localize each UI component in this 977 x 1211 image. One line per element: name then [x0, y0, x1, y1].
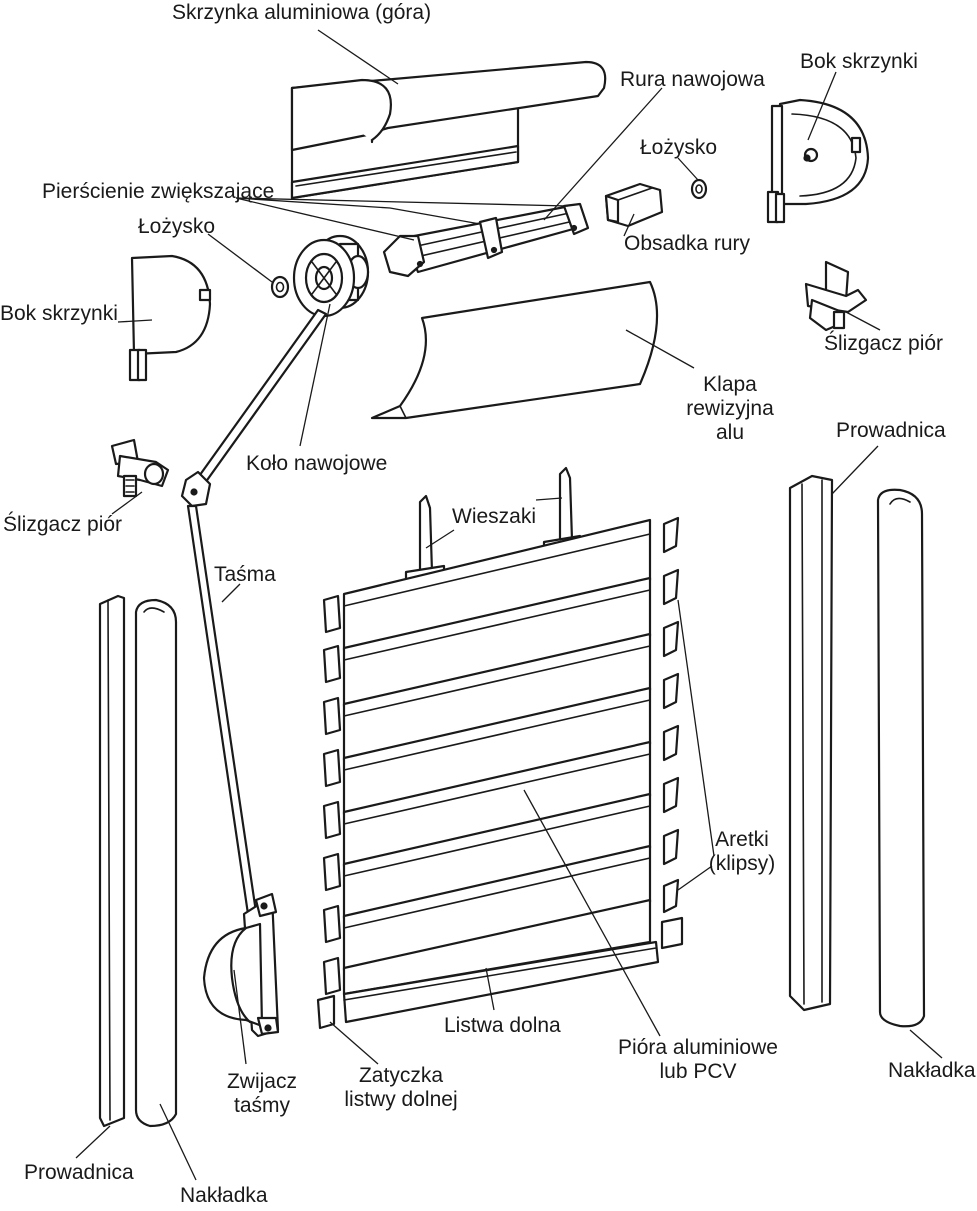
box-top-part [290, 60, 607, 200]
label-box-side-left: Bok skrzynki [0, 302, 118, 325]
strap-part [180, 308, 328, 916]
label-box-top: Skrzynka aluminiowa (góra) [172, 1, 432, 24]
label-guide-right: Prowadnica [836, 419, 946, 442]
label-slat-slider-left: Ślizgacz piór [3, 513, 123, 536]
label-clips-line2: (klipsy) [708, 852, 776, 875]
label-slats-line1: Pióra aluminiowe [618, 1036, 778, 1059]
inspection-flap-part [370, 280, 659, 420]
box-side-right-part [766, 98, 870, 224]
label-roll-tube: Rura nawojowa [620, 68, 765, 91]
slat-curtain-part [342, 466, 660, 1024]
slat-slider-left-part [110, 438, 170, 498]
label-guide-left: Prowadnica [24, 1161, 134, 1184]
label-rings: Pierścienie zwiększające [42, 180, 275, 203]
label-box-side-right: Bok skrzynki [800, 50, 918, 73]
label-winding-wheel: Koło nawojowe [246, 452, 388, 475]
label-winder: Zwijacz taśmy [212, 1070, 312, 1118]
guide-right-part [788, 474, 834, 1012]
label-winder-line2: taśmy [233, 1094, 290, 1117]
label-cover-left: Nakładka [180, 1184, 268, 1207]
bearing-right-part [690, 178, 708, 200]
bearing-left-part [270, 275, 290, 299]
label-hangers: Wieszaki [452, 505, 537, 528]
label-strap: Taśma [214, 563, 276, 586]
label-cover-right: Nakładka [888, 1059, 976, 1082]
label-end-cap: Zatyczka listwy dolnej [326, 1064, 476, 1112]
label-slat-slider-right: Ślizgacz piór [824, 332, 944, 355]
label-end-cap-line1: Zatyczka [358, 1064, 444, 1087]
cover-right-part [876, 488, 926, 1028]
cover-left-part [134, 598, 178, 1128]
label-slats-line2: lub PCV [659, 1060, 737, 1083]
winding-wheel-part [292, 234, 370, 318]
label-inspection-flap-line3: alu [715, 421, 745, 444]
leader-lines [75, 29, 943, 1181]
clips-left-part [316, 594, 342, 1030]
clips-right-part [660, 516, 684, 950]
slat-slider-right-part [804, 260, 868, 332]
label-tube-holder: Obsadka rury [624, 232, 751, 255]
label-bearing-right: Łożysko [640, 136, 718, 159]
label-inspection-flap-line2: rewizyjna [686, 397, 774, 420]
label-clips: Aretki (klipsy) [702, 828, 782, 876]
label-winder-line1: Zwijacz [226, 1070, 297, 1093]
label-end-cap-line2: listwy dolnej [344, 1088, 458, 1111]
label-clips-line1: Aretki [715, 828, 769, 851]
box-side-left-part [128, 254, 212, 382]
label-inspection-flap-line1: Klapa [703, 373, 757, 396]
label-bearing-left: Łożysko [138, 215, 216, 238]
roll-tube-part [382, 202, 590, 278]
guide-left-part [98, 594, 126, 1128]
label-inspection-flap: Klapa rewizyjna alu [680, 373, 780, 445]
winder-part [202, 892, 280, 1038]
label-slats: Pióra aluminiowe lub PCV [598, 1036, 798, 1084]
tube-holder-part [604, 182, 664, 228]
label-bottom-bar: Listwa dolna [444, 1014, 561, 1037]
